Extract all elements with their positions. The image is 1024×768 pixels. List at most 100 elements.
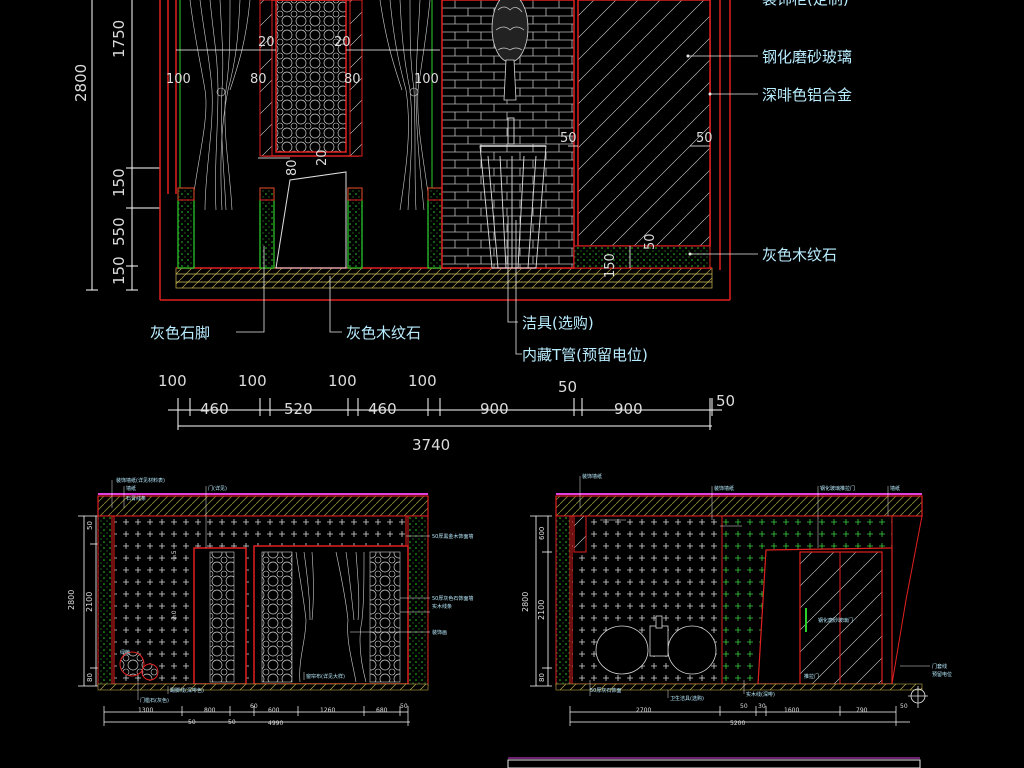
dim-460-b: 460 bbox=[368, 400, 397, 418]
br-dim-600: 600 bbox=[538, 527, 546, 540]
dim-50-glass-left: 50 bbox=[560, 131, 577, 146]
br-ceiling bbox=[555, 495, 923, 517]
vertical-dimension-chain bbox=[86, 0, 160, 291]
bl-dim-2100: 2100 bbox=[85, 592, 94, 612]
callout-grey-stone-right: 灰色木纹石 bbox=[762, 246, 837, 264]
dim-top-100-c: 100 bbox=[328, 372, 357, 390]
bottom-left-elevation: 2800 2100 50 80 bbox=[67, 477, 473, 727]
bl-note-3: 门(详见) bbox=[208, 485, 227, 492]
dim-150-upper: 150 bbox=[110, 168, 128, 197]
bl-note-7: 装饰画 bbox=[432, 629, 447, 636]
bottom-partial-drawing bbox=[507, 757, 921, 768]
carved-lattice-panel bbox=[275, 0, 347, 153]
dim-100-right: 100 bbox=[414, 72, 439, 87]
bl-plant bbox=[119, 651, 159, 681]
bl-dim-2800: 2800 bbox=[67, 590, 76, 610]
dim-50-right: 50 bbox=[716, 392, 735, 410]
br-note-6: 实木线(深啡) bbox=[746, 691, 775, 698]
bl-dim-1-5: 1.5 bbox=[171, 550, 178, 560]
bl-bdim-800: 800 bbox=[204, 707, 216, 714]
dim-100-left: 100 bbox=[166, 72, 191, 87]
pedestal-basin bbox=[479, 117, 547, 269]
br-note-4: 50厚灰石饰面 bbox=[590, 687, 621, 694]
bl-bdim-1300: 1300 bbox=[138, 707, 153, 714]
right-curtain bbox=[379, 0, 431, 211]
plant-decoration bbox=[491, 0, 529, 101]
bl-bdim2-50-b: 50 bbox=[228, 719, 236, 726]
bl-bdim-600: 600 bbox=[268, 707, 280, 714]
dim-80-right: 80 bbox=[344, 72, 361, 87]
br-note-3: 墙纸 bbox=[890, 485, 900, 492]
bl-bdim-680: 680 bbox=[376, 707, 388, 714]
bl-dim-80: 80 bbox=[86, 673, 94, 682]
dim-2800: 2800 bbox=[72, 64, 90, 102]
bl-note-11: 绿植 bbox=[120, 649, 130, 656]
br-note-2: 钢化玻璃推拉门 bbox=[820, 485, 855, 492]
dim-150-lower: 150 bbox=[110, 256, 128, 285]
bl-note-0: 装饰墙纸(详见材料表) bbox=[116, 477, 165, 484]
dim-20-left: 20 bbox=[258, 35, 275, 50]
callout-leaders bbox=[236, 55, 758, 355]
callout-tempered-glass: 钢化磨砂玻璃 bbox=[762, 48, 852, 66]
bl-note-9: 踢脚线(深啡色) bbox=[170, 687, 204, 694]
br-bdim-2700: 2700 bbox=[636, 707, 651, 714]
br-bdim-50b: 50 bbox=[900, 703, 908, 710]
callout-grey-stone-floor: 灰色木纹石 bbox=[346, 324, 421, 342]
bl-note-10: 门槛石(灰色) bbox=[140, 697, 169, 704]
bl-note-4: 50厚黑金木饰面墙 bbox=[432, 533, 473, 540]
bl-note-6: 实木线条 bbox=[432, 603, 452, 610]
dim-550: 550 bbox=[110, 217, 128, 246]
low-panel bbox=[275, 171, 347, 269]
bl-note-8: 窗帘布(详见大样) bbox=[306, 673, 345, 680]
dim-1750: 1750 bbox=[110, 20, 128, 58]
callout-hidden-pipe: 内藏T管(预留电位) bbox=[522, 346, 648, 364]
br-note-9: 门套线 bbox=[932, 663, 947, 670]
wall-outline bbox=[159, 0, 731, 301]
dim-900-a: 900 bbox=[480, 400, 509, 418]
br-dim-2100: 2100 bbox=[537, 600, 546, 620]
br-bdim-790: 790 bbox=[856, 707, 868, 714]
dim-900-b: 900 bbox=[614, 400, 643, 418]
top-elevation: 1750 2800 150 550 150 bbox=[72, 0, 852, 454]
dim-520: 520 bbox=[284, 400, 313, 418]
callout-aluminum: 深啡色铝合金 bbox=[762, 86, 852, 104]
dim-460-a: 460 bbox=[200, 400, 229, 418]
br-note-1: 装饰墙纸 bbox=[714, 485, 734, 492]
br-section-marker bbox=[908, 686, 928, 708]
br-glass-door bbox=[799, 551, 883, 685]
dim-top-50: 50 bbox=[558, 378, 577, 396]
br-bdim-1600: 1600 bbox=[784, 707, 799, 714]
bl-note-1: 墙纸 bbox=[126, 485, 136, 492]
br-dim-2800: 2800 bbox=[521, 592, 530, 612]
bottom-right-elevation: 2800 2100 600 80 bbox=[521, 473, 952, 727]
dim-20-right: 20 bbox=[334, 35, 351, 50]
callout-sanitary: 洁具(选购) bbox=[522, 314, 594, 332]
dim-top-100-d: 100 bbox=[408, 372, 437, 390]
bl-bdim-50: 50 bbox=[400, 703, 408, 710]
tempered-glass-panel bbox=[577, 0, 711, 247]
bl-curtain bbox=[295, 551, 367, 683]
dim-80-left: 80 bbox=[250, 72, 267, 87]
dim-50-glass-right: 50 bbox=[696, 131, 713, 146]
left-curtain bbox=[189, 0, 251, 211]
dim-top-100-a: 100 bbox=[158, 372, 187, 390]
dim-top-100-b: 100 bbox=[238, 372, 267, 390]
br-note-0: 装饰墙纸 bbox=[582, 473, 602, 480]
br-note-10: 预留电位 bbox=[932, 671, 952, 678]
dim-50-base: 50 bbox=[643, 233, 658, 250]
dim-20-vertical: 20 bbox=[315, 149, 330, 166]
br-note-7: 钢化磨砂玻璃门 bbox=[818, 617, 853, 624]
br-note-5: 卫生洁具(选购) bbox=[670, 695, 704, 702]
br-total-5200: 5200 bbox=[730, 720, 745, 727]
dim-total-3740: 3740 bbox=[412, 436, 450, 454]
bl-ceiling bbox=[97, 495, 429, 517]
br-note-8: 推拉门 bbox=[804, 673, 819, 680]
floor-slab bbox=[175, 267, 713, 289]
green-posts bbox=[177, 187, 443, 269]
bl-dim-50: 50 bbox=[86, 521, 94, 530]
br-dim-80: 80 bbox=[538, 673, 546, 682]
callout-cabinet-partial: 装饰柜(定制) bbox=[762, 0, 849, 8]
bl-dim-2-0: 2.0 bbox=[171, 610, 178, 620]
bl-note-2: 石膏线条 bbox=[126, 495, 146, 502]
br-bdim-50: 50 bbox=[740, 703, 748, 710]
